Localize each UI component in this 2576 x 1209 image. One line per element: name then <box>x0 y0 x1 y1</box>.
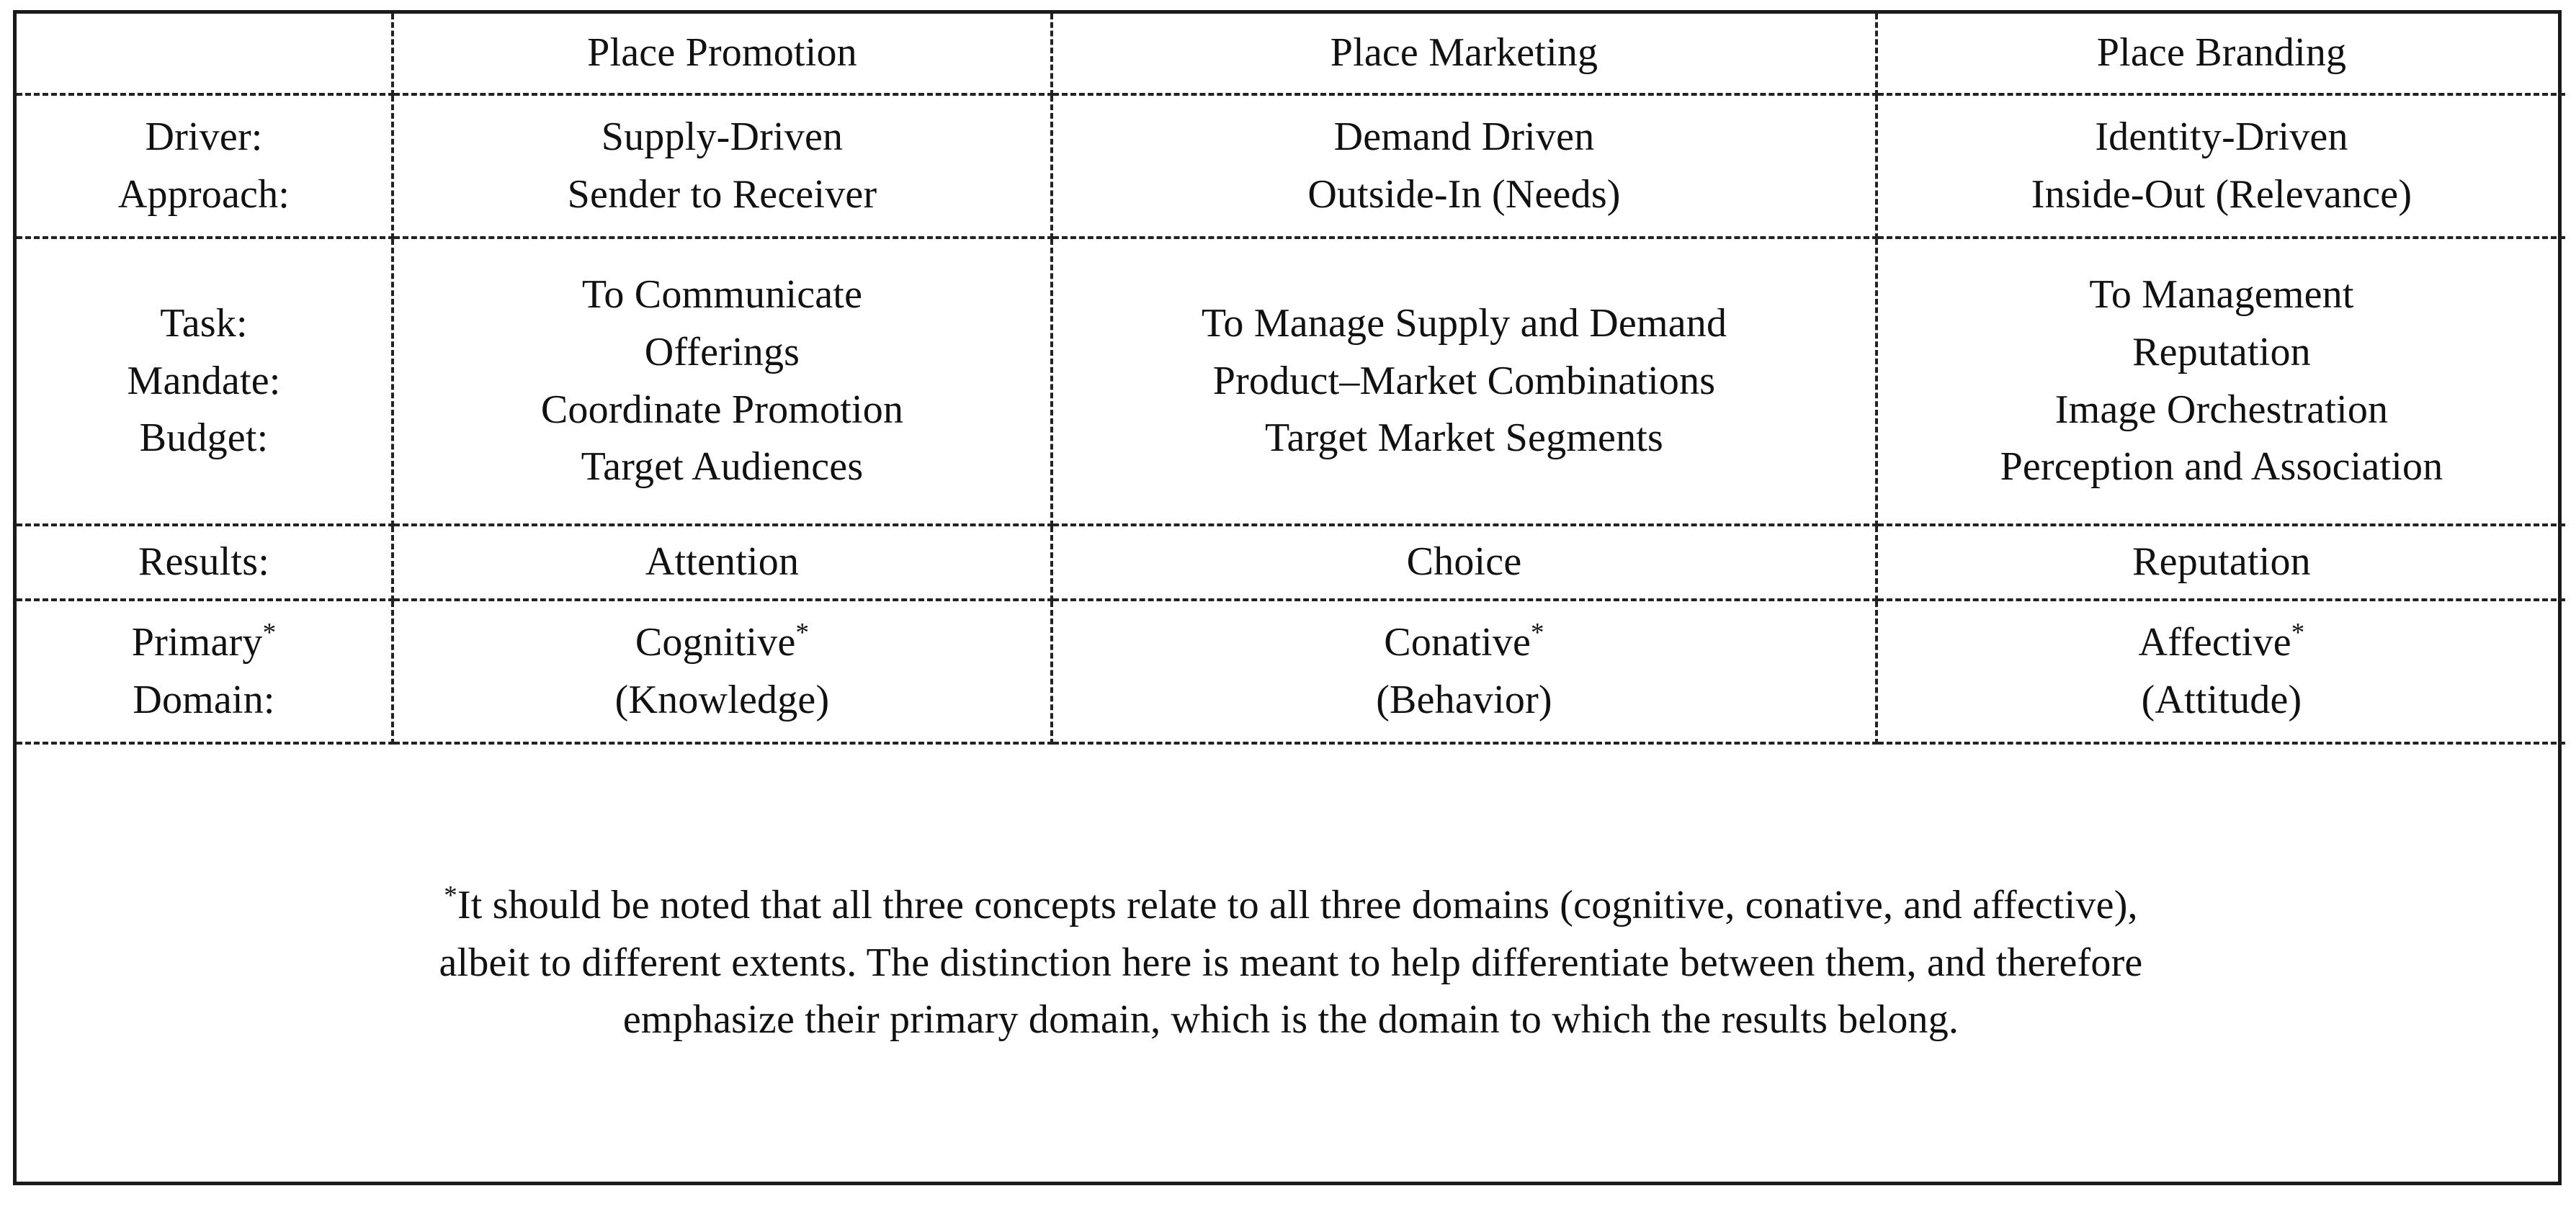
cell-line: Reputation <box>2132 329 2311 374</box>
footnote-text: *It should be noted that all three conce… <box>17 743 2565 1182</box>
footnote-line: emphasize their primary domain, which is… <box>622 997 1959 1043</box>
cell-domain-marketing: Conative* (Behavior) <box>1052 600 1878 745</box>
footnote-marker-icon: * <box>795 617 810 647</box>
cell-line: Supply-Driven <box>601 114 844 159</box>
row-label-line: Driver: <box>145 114 263 159</box>
row-label-line: Budget: <box>139 415 269 461</box>
row-label-line: Mandate: <box>127 358 281 403</box>
row-label-task-mandate-budget: Task: Mandate: Budget: <box>17 238 394 526</box>
cell-line: Inside-Out (Relevance) <box>2031 171 2412 217</box>
cell-line: Image Orchestration <box>2054 387 2389 432</box>
footnote-marker-icon: * <box>444 880 457 910</box>
cell-line: To Management <box>2089 272 2354 318</box>
cell-line: Product–Market Combinations <box>1212 358 1716 403</box>
cell-line: Conative* <box>1384 617 1544 665</box>
cell-driver-branding: Identity-Driven Inside-Out (Relevance) <box>1877 94 2565 239</box>
cell-line: Coordinate Promotion <box>540 387 904 432</box>
header-cell-place-promotion: Place Promotion <box>393 14 1053 96</box>
table-row: Primary* Domain: Cognitive* (Knowledge) … <box>17 600 2565 745</box>
cell-line: Target Audiences <box>581 444 864 490</box>
table-footnote-row: *It should be noted that all three conce… <box>17 743 2565 1182</box>
cell-line: Outside-In (Needs) <box>1307 171 1621 217</box>
cell-results-promotion: Attention <box>393 525 1053 601</box>
row-label-results: Results: <box>17 525 394 601</box>
table-header-row: Place Promotion Place Marketing Place Br… <box>17 14 2565 96</box>
cell-line: Cognitive* <box>635 617 810 665</box>
cell-line: Target Market Segments <box>1264 415 1664 461</box>
cell-line: Demand Driven <box>1333 114 1595 159</box>
footnote-line: albeit to different extents. The distinc… <box>439 940 2143 985</box>
cell-line: Affective* <box>2138 617 2305 665</box>
cell-line: Perception and Association <box>2000 444 2443 490</box>
cell-task-branding: To Management Reputation Image Orchestra… <box>1877 238 2565 526</box>
table-row: Driver: Approach: Supply-Driven Sender t… <box>17 94 2565 239</box>
header-cell-place-branding: Place Branding <box>1877 14 2565 96</box>
cell-line: (Knowledge) <box>614 677 830 722</box>
cell-line: Offerings <box>644 329 800 374</box>
cell-line: Sender to Receiver <box>567 171 877 217</box>
cell-domain-branding: Affective* (Attitude) <box>1877 600 2565 745</box>
cell-task-marketing: To Manage Supply and Demand Product–Mark… <box>1052 238 1878 526</box>
row-label-primary-domain: Primary* Domain: <box>17 600 394 745</box>
footnote-marker-icon: * <box>1531 617 1544 647</box>
cell-results-branding: Reputation <box>1877 525 2565 601</box>
cell-line: (Attitude) <box>2141 677 2302 722</box>
footnote-marker-icon: * <box>262 617 277 647</box>
cell-line: To Communicate <box>581 272 863 318</box>
table-row: Results: Attention Choice Reputation <box>17 525 2565 601</box>
cell-driver-marketing: Demand Driven Outside-In (Needs) <box>1052 94 1878 239</box>
footnote-line: *It should be noted that all three conce… <box>444 880 2138 928</box>
cell-results-marketing: Choice <box>1052 525 1878 601</box>
cell-line: Identity-Driven <box>2095 114 2348 159</box>
row-label-line: Approach: <box>117 171 290 217</box>
header-cell-empty <box>17 14 394 96</box>
row-label-driver-approach: Driver: Approach: <box>17 94 394 239</box>
table-row: Task: Mandate: Budget: To Communicate Of… <box>17 238 2565 526</box>
cell-task-promotion: To Communicate Offerings Coordinate Prom… <box>393 238 1053 526</box>
header-cell-place-marketing: Place Marketing <box>1052 14 1878 96</box>
comparison-table-container: Place Promotion Place Marketing Place Br… <box>13 10 2565 1185</box>
cell-driver-promotion: Supply-Driven Sender to Receiver <box>393 94 1053 239</box>
cell-line: To Manage Supply and Demand <box>1201 301 1727 346</box>
row-label-line: Task: <box>160 301 248 346</box>
place-concepts-comparison-table: Place Promotion Place Marketing Place Br… <box>17 14 2565 1182</box>
footnote-marker-icon: * <box>2291 617 2305 647</box>
cell-domain-promotion: Cognitive* (Knowledge) <box>393 600 1053 745</box>
cell-line: (Behavior) <box>1376 677 1552 722</box>
row-label-line: Domain: <box>133 677 275 722</box>
row-label-line: Primary* <box>131 617 277 665</box>
